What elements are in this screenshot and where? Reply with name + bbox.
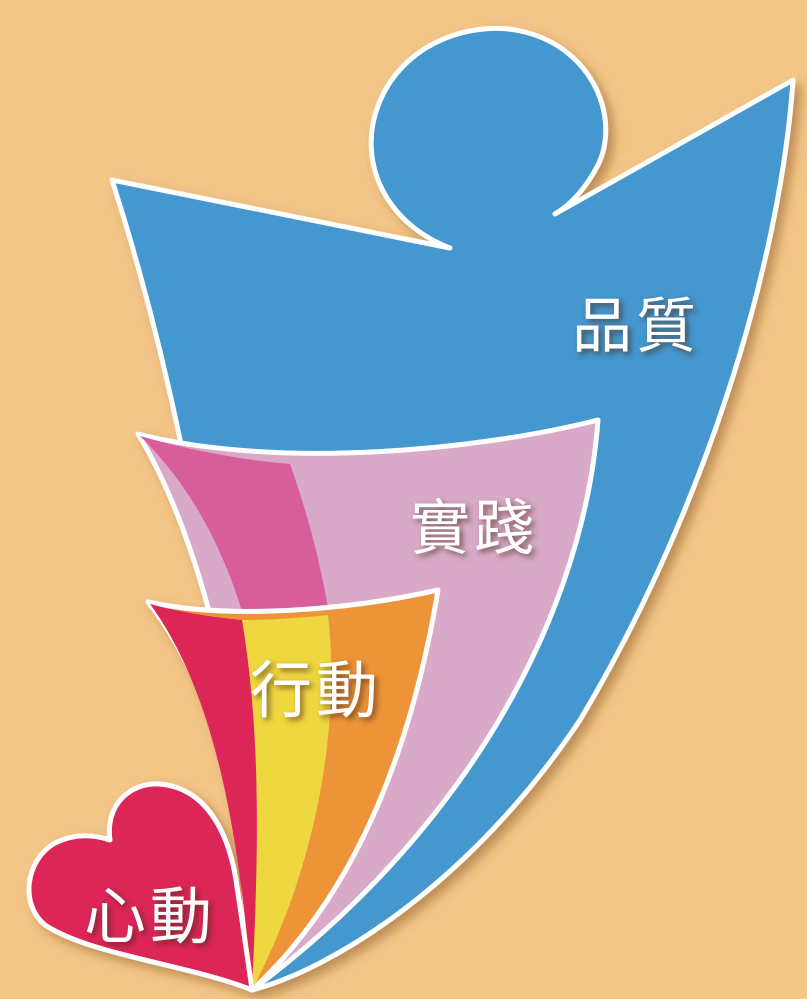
figure-heart	[26, 781, 255, 993]
stage-label-quality: 品質	[572, 292, 700, 362]
stage-label-action: 行動	[250, 654, 383, 727]
stage-label-heart: 心動	[84, 880, 217, 953]
figure-band-practice-left	[140, 436, 333, 640]
stage-label-practice: 實踐	[410, 494, 538, 564]
figure-band-action-red	[150, 604, 257, 990]
figure-band-action-yellow	[240, 615, 332, 990]
